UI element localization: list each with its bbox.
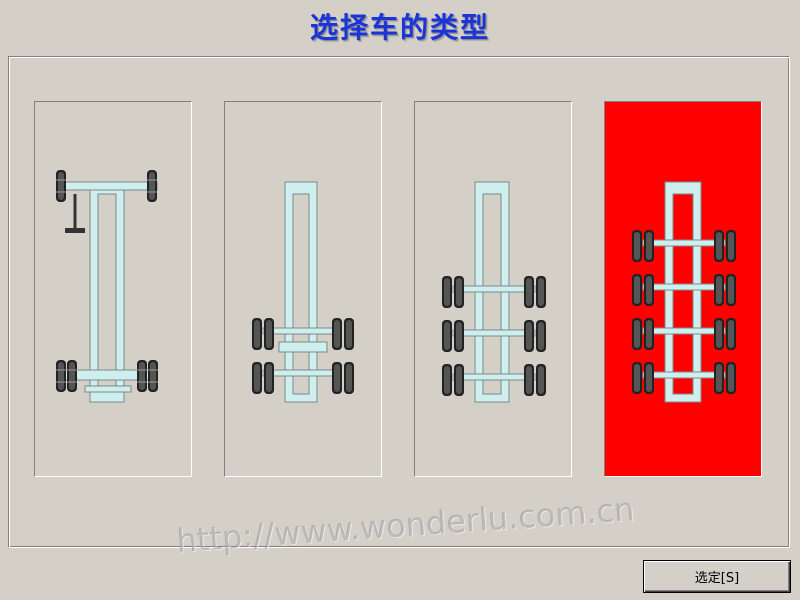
vehicle-type-card-1[interactable] [34, 101, 192, 477]
trailer-dual-wheel-two-axle-image [252, 181, 354, 403]
select-button[interactable]: 选定[S] [643, 560, 791, 593]
vehicle-selection-frame [8, 56, 790, 548]
vehicle-type-card-3[interactable] [414, 101, 572, 477]
trailer-two-axle-image [55, 169, 159, 403]
trailer-dual-wheel-four-axle-image [632, 181, 736, 403]
vehicle-type-card-4[interactable] [604, 101, 762, 477]
page-title: 选择车的类型 [309, 11, 490, 44]
vehicle-type-card-2[interactable] [224, 101, 382, 477]
trailer-dual-wheel-three-axle-image [442, 181, 546, 403]
